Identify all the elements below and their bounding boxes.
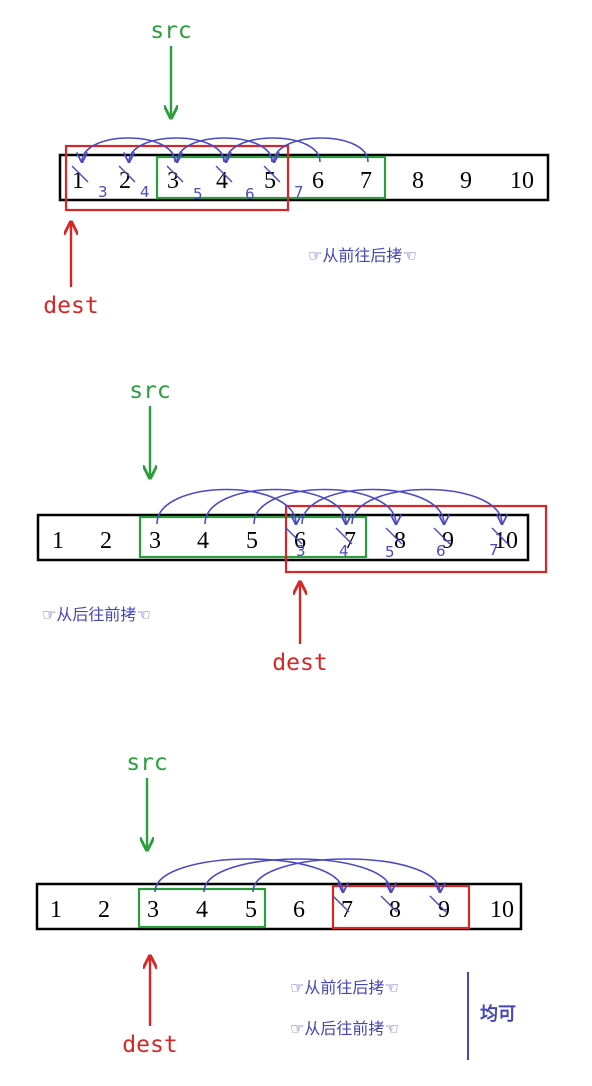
src-label: src — [126, 750, 168, 776]
array-cell: 8 — [394, 528, 406, 554]
copy-step-label: 5 — [385, 543, 395, 561]
array-cell: 7 — [360, 168, 372, 194]
array-cell: 2 — [98, 897, 110, 923]
dest-label: dest — [272, 650, 327, 676]
array-cell: 10 — [490, 897, 514, 923]
array-cell: 10 — [494, 528, 518, 554]
overwrite-slash — [263, 165, 281, 183]
copy-direction-note: ☞从后往前拷☜ — [42, 605, 151, 624]
dest-label: dest — [43, 293, 98, 319]
array-cell: 10 — [510, 168, 534, 194]
overwrite-slash — [335, 527, 353, 545]
copy-arc — [177, 137, 273, 162]
overwrite-slash — [332, 895, 350, 913]
src-range-box — [137, 887, 267, 929]
array-outline — [36, 513, 530, 562]
copy-arc — [204, 488, 346, 525]
dest-range-box — [284, 504, 548, 574]
copy-step-label: 4 — [140, 183, 150, 201]
src-label: src — [150, 18, 192, 44]
src-range-box — [138, 515, 368, 559]
scenario-no-overlap: 12345678910srcdest☞从前往后拷☜☞从后往前拷☜均可 — [35, 750, 523, 1060]
copy-arc — [129, 137, 225, 162]
array-cell: 4 — [197, 528, 209, 554]
either-way-badge: 均可 — [480, 1003, 516, 1025]
array-cell: 6 — [312, 168, 324, 194]
copy-step-label: 3 — [296, 542, 306, 560]
copy-arc — [252, 858, 440, 892]
dest-range-box — [331, 884, 471, 930]
overwrite-slash — [285, 527, 303, 545]
copy-step-label: 5 — [193, 185, 203, 203]
array-cell: 3 — [147, 897, 159, 923]
overwrite-slash — [429, 895, 447, 913]
src-label: src — [129, 378, 171, 404]
array-cell: 9 — [460, 168, 472, 194]
copy-arc — [226, 137, 321, 162]
overwrite-slash — [118, 165, 136, 183]
array-outline — [58, 153, 550, 202]
copy-arc — [203, 858, 391, 892]
array-cell: 6 — [294, 528, 306, 554]
array-cell: 1 — [50, 897, 62, 923]
overwrite-slash — [166, 165, 184, 183]
copy-direction-note: ☞从前往后拷☜ — [308, 246, 417, 265]
copy-step-label: 7 — [489, 541, 499, 559]
copy-step-label: 4 — [339, 542, 349, 560]
copy-arc — [82, 137, 176, 162]
copy-direction-note: ☞从前往后拷☜ — [290, 978, 399, 997]
overwrite-slash — [491, 527, 509, 545]
overwrite-slash — [215, 165, 233, 183]
array-cell: 5 — [246, 528, 258, 554]
overwrite-slash — [71, 165, 89, 183]
array-cell: 6 — [293, 897, 305, 923]
overwrite-slash — [385, 527, 403, 545]
overwrite-slash — [433, 527, 451, 545]
overwrite-slash — [380, 895, 398, 913]
copy-arc — [253, 488, 396, 525]
copy-arc — [274, 137, 369, 162]
array-cell: 9 — [442, 528, 454, 554]
array-cell: 1 — [52, 528, 64, 554]
array-cell: 2 — [100, 528, 112, 554]
copy-step-label: 6 — [245, 185, 255, 203]
array-outline — [35, 882, 523, 931]
array-cell: 8 — [412, 168, 424, 194]
copy-step-label: 3 — [98, 183, 108, 201]
dest-range-box — [64, 144, 290, 212]
copy-step-label: 7 — [294, 183, 304, 201]
copy-step-label: 6 — [436, 542, 446, 560]
array-cell: 3 — [149, 528, 161, 554]
array-cell: 7 — [344, 528, 356, 554]
dest-label: dest — [122, 1032, 177, 1058]
scenario-overlap-dest-after-src: 1 2 3 4 5 6 7 8 9 10 3 4 5 6 7 src dest ☞从后往前拷☜ — [36, 378, 548, 676]
copy-arc — [154, 858, 343, 892]
copy-arc — [301, 488, 444, 525]
copy-arc — [351, 488, 502, 525]
array-cell: 5 — [245, 897, 257, 923]
copy-direction-note: ☞从后往前拷☜ — [290, 1019, 399, 1038]
copy-arc — [156, 488, 296, 525]
array-cell: 4 — [196, 897, 208, 923]
